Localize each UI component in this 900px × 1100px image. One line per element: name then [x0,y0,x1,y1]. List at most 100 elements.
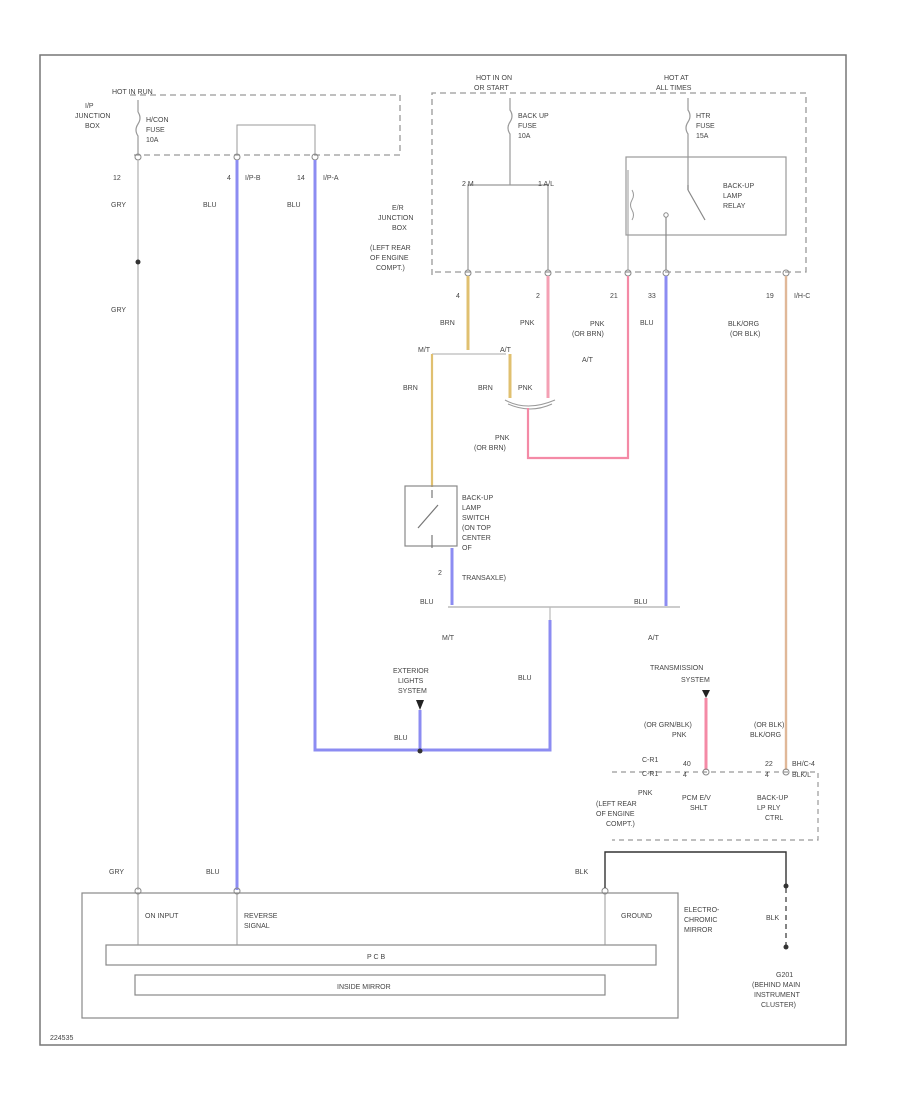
backup-switch-label-7: TRANSAXLE) [462,575,506,582]
blu-wire-pin33-label: BLU [640,320,654,327]
er-junction-box-outline [431,92,807,275]
hot-in-on-label-1: HOT IN ON [476,75,512,82]
mirror-label-2: CHROMIC [684,917,717,924]
conn-num-4a: 4 [683,772,687,779]
hvac-fuse-label-2: FUSE [146,127,165,134]
ip-pin-14-label: 14 [297,175,305,182]
er-box-label-4: (LEFT REAR [370,245,411,252]
ip-pin-4-label: 4 [227,175,231,182]
mt-join-label: M/T [442,635,455,642]
relay-pin-2m-label: 2 M [462,181,474,188]
conn-num-blkl: BLK/L [792,772,811,779]
backup-ctrl-label-3: CTRL [765,815,783,822]
backup-switch-label-2: LAMP [462,505,481,512]
ip-junction-box-label-3: BOX [85,123,100,130]
backup-relay-switch [665,185,706,270]
ip-junction-box-label-2: JUNCTION [75,113,110,120]
mirror-ground-label: GROUND [621,913,652,920]
backup-relay-label-2: LAMP [723,193,742,200]
mirror-reverse-1: REVERSE [244,913,278,920]
pnk-wire-pin2-label: PNK [520,320,535,327]
mirror-sub-bar [134,974,606,996]
mirror-pin-blu [233,887,241,895]
left-wire-pair-2: PNK [672,732,687,739]
relay-pin-1al-label: 1 A/L [538,181,554,188]
gry-wire-label-2: GRY [111,307,126,314]
backup-relay-box [625,156,787,236]
er-box-label-6: COMPT.) [376,265,405,272]
er-pin-hmc-label: I/H-C [794,293,810,300]
conn-num-22: 22 [765,761,773,768]
backup-relay-label-3: RELAY [723,203,746,210]
ip-pin-12-label: 12 [113,175,121,182]
ip-pin-a-label: I/P-A [323,175,339,182]
mirror-sub-label: INSIDE MIRROR [337,984,391,991]
mirror-gry-label: GRY [109,869,124,876]
hot-in-run-label: HOT IN RUN [112,89,153,96]
left-rear-label-2: OF ENGINE [596,811,635,818]
exterior-lights-label-1: EXTERIOR [393,668,429,675]
ip-junction-box-outline [130,94,401,156]
conn-num-4b: 4 [765,772,769,779]
ip-junction-box-label-1: I/P [85,103,94,110]
mirror-pcb-bar [105,944,657,966]
backup-fuse-icon [467,98,549,270]
blk-org-label-2: (OR BLK) [730,331,760,338]
gry-wire-splice [135,259,141,265]
hot-in-on-label-2: OR START [474,85,509,92]
pcm-pin-40-connector [702,768,710,776]
mirror-label-1: ELECTRO- [684,907,720,914]
hvac-fuse-label-1: H/CON [146,117,169,124]
at-join-label: A/T [648,635,660,642]
ground-splice-top [783,883,789,889]
er-box-label-2: JUNCTION [378,215,413,222]
hvac-fuse-icon [135,100,141,155]
blu-wire-ext-label: BLU [518,675,532,682]
blu-wire-switch-label: BLU [420,599,434,606]
mirror-pin-gry [134,887,142,895]
backup-relay-contact [663,212,669,218]
er-pin-21-label: 21 [610,293,618,300]
blu-wire-pin4-label: BLU [203,202,217,209]
er-pin-33-label: 33 [648,293,656,300]
mirror-box [81,892,679,1019]
ip-internal-bus [236,124,316,154]
brn-wire-at-label: BRN [478,385,493,392]
backup-ctrl-label-2: LP RLY [757,805,781,812]
er-pin-2-connector [544,269,552,277]
pcm-label-pnk: PNK [638,790,653,797]
ground-splice-bottom [783,944,789,950]
er-pin-19-connector [782,269,790,277]
pnk-orbrn-label-1: PNK [590,321,605,328]
backup-relay-label-1: BACK-UP [723,183,754,190]
g201-label-3: INSTRUMENT [754,992,801,999]
mirror-label-3: MIRROR [684,927,712,934]
diagram-id: 224535 [50,1035,73,1042]
backup-ctrl-label-1: BACK-UP [757,795,788,802]
at-connector-cap [504,399,556,410]
backup-fuse-label-2: FUSE [518,123,537,130]
brn-wire-upper-label: BRN [440,320,455,327]
at-label-pin21: A/T [582,357,594,364]
exterior-lights-label-2: LIGHTS [398,678,424,685]
conn-num-40: 40 [683,761,691,768]
mirror-ground-wire [604,851,787,888]
backup-switch-label-5: CENTER [462,535,491,542]
left-rear-label-3: COMPT.) [606,821,635,828]
diagram-border [39,54,847,1046]
er-box-label-1: E/R [392,205,404,212]
hot-at-all-times-label-1: HOT AT [664,75,689,82]
backup-relay-coil [627,170,634,232]
pcm-box-label-1: PCM E/V [682,795,711,802]
ip-pin-b-label: I/P-B [245,175,261,182]
er-pin-33-connector [662,269,670,277]
htr-fuse-icon [685,98,691,190]
gry-wire-label-1: GRY [111,202,126,209]
blk-org-label-1: BLK/ORG [728,321,759,328]
pnk-orbrn-label-2: (OR BRN) [572,331,604,338]
er-box-label-3: BOX [392,225,407,232]
conn-num-bhc: BH/C-4 [792,761,815,768]
htr-fuse-label-2: FUSE [696,123,715,130]
er-box-label-5: OF ENGINE [370,255,409,262]
